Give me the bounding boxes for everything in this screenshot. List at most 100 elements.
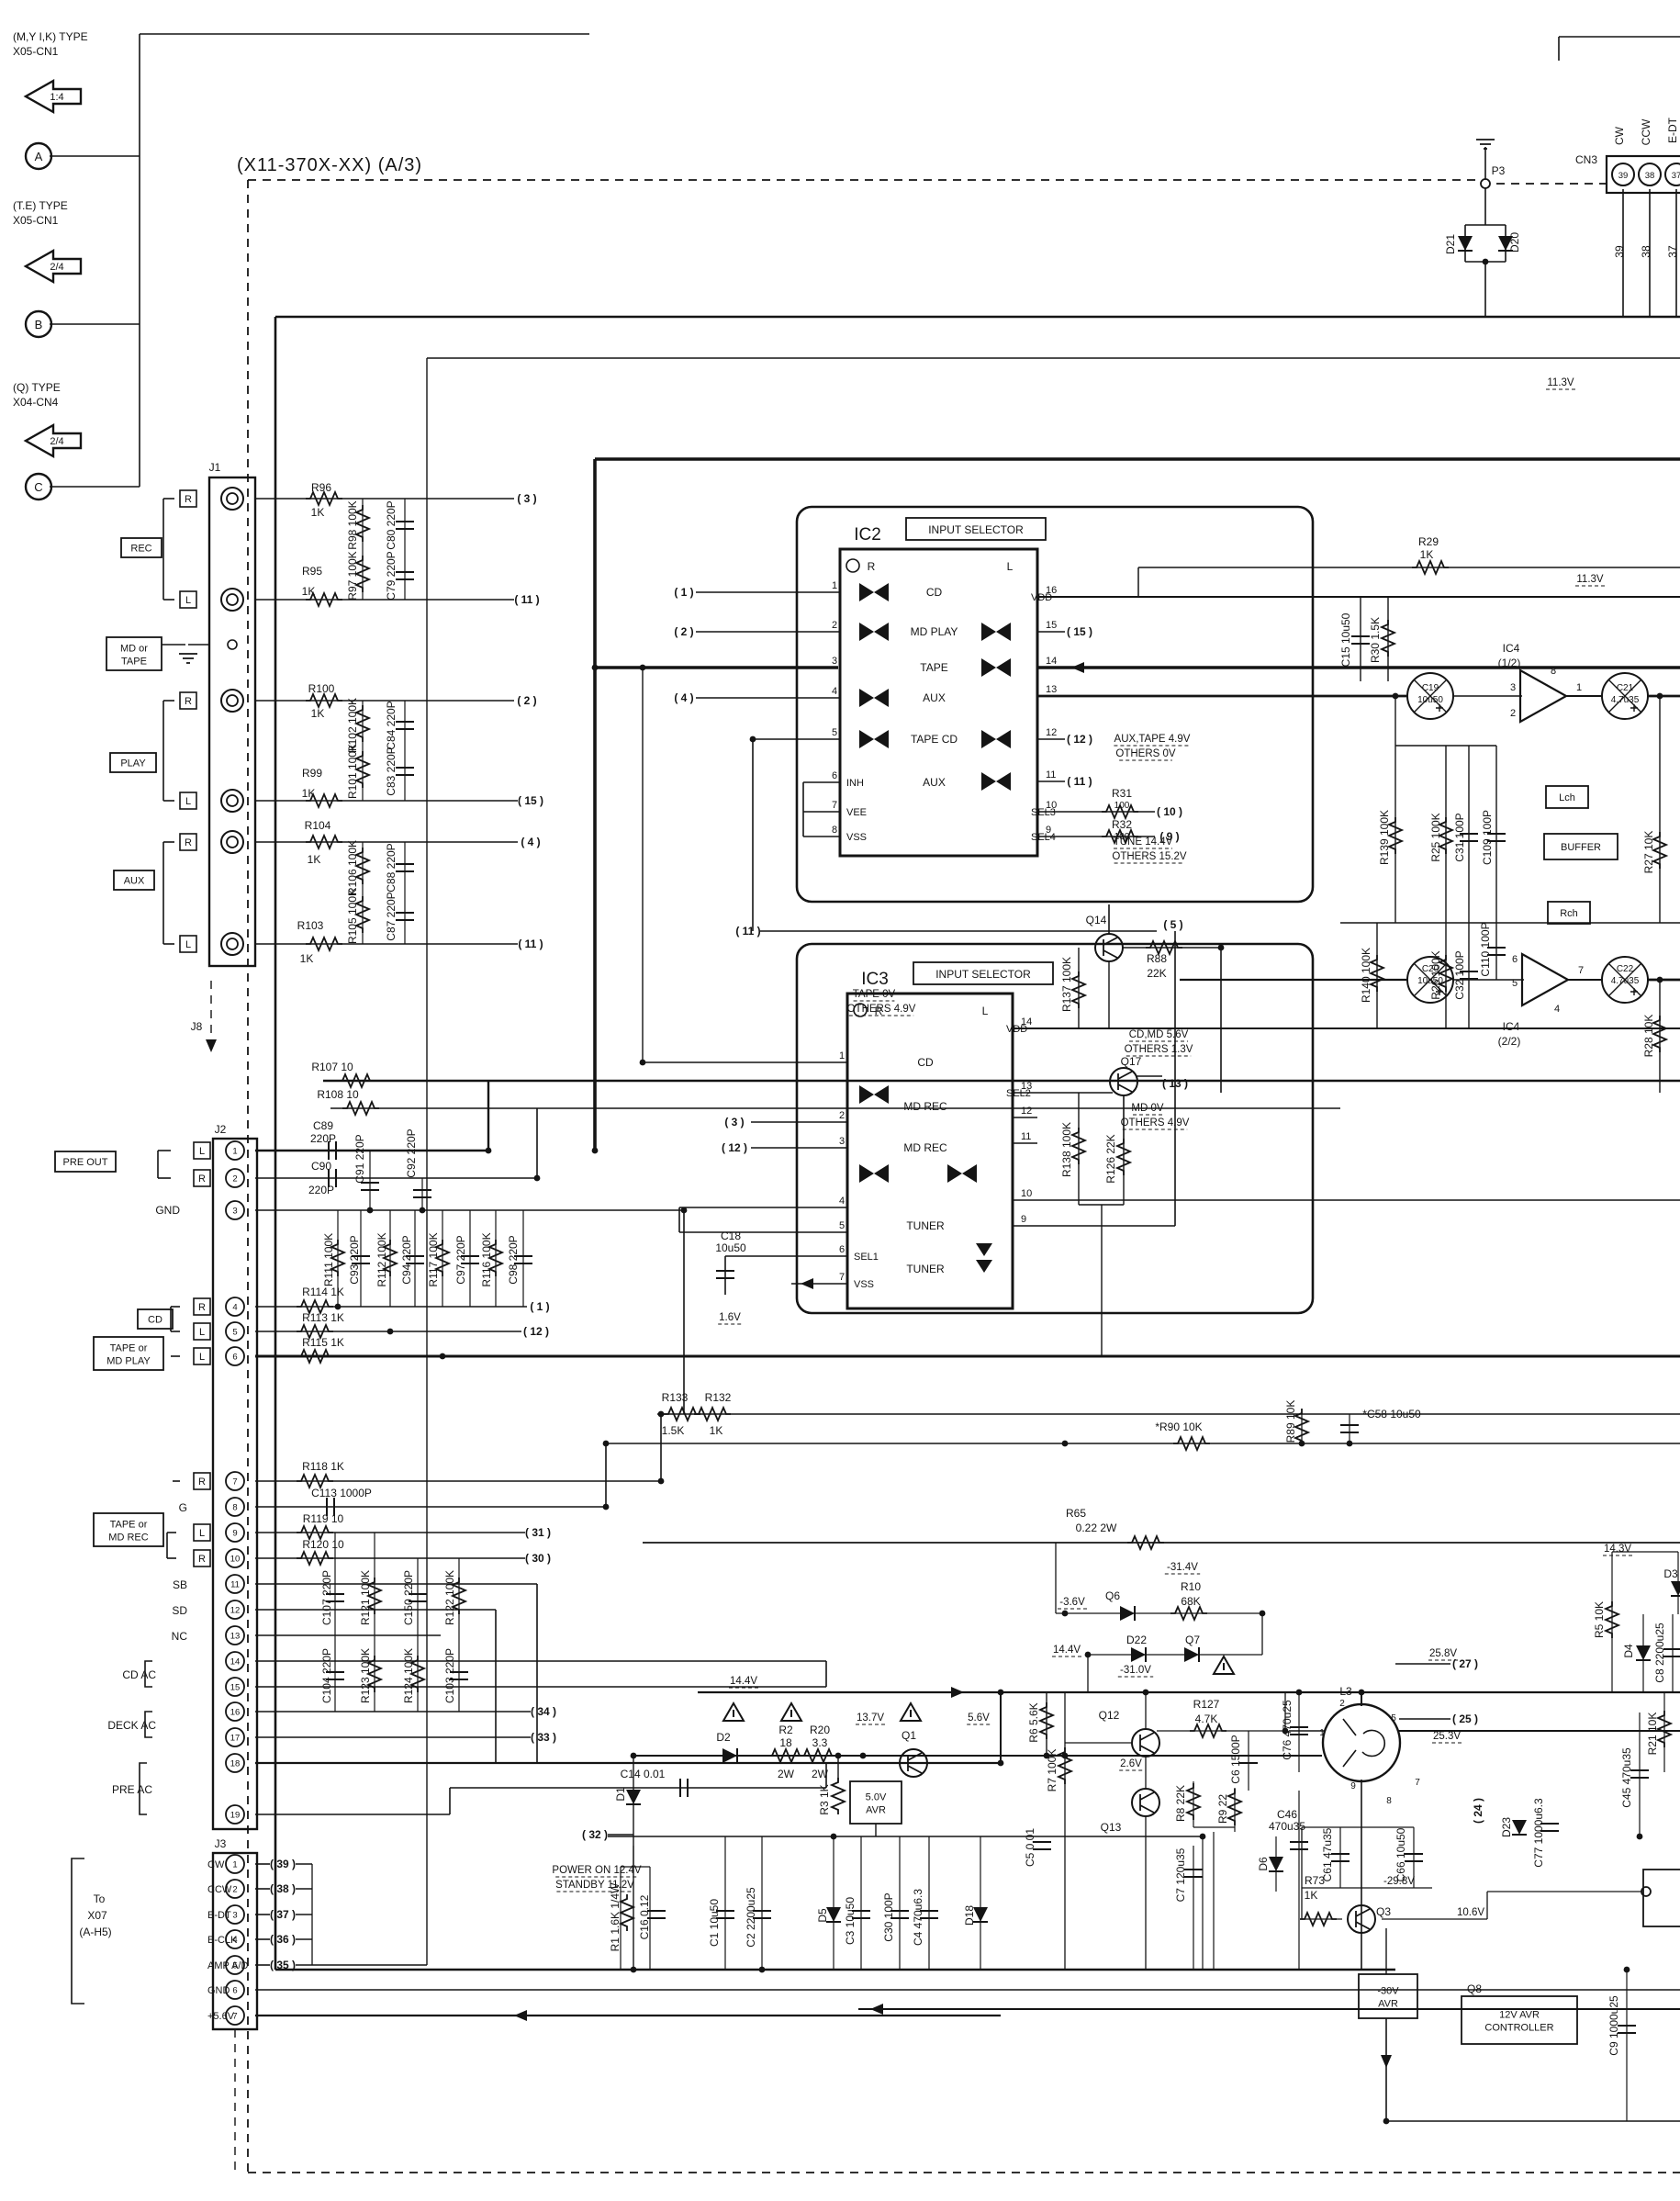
connector-pin <box>225 1929 245 1949</box>
resistor-symbol <box>1226 1789 1244 1825</box>
schematic-label: R118 1K <box>302 1460 344 1473</box>
schematic-label: R112 100K <box>375 1232 388 1286</box>
ic-pin-label: SEL2 <box>1006 1088 1031 1099</box>
connector-pin <box>225 1321 245 1342</box>
pin-letter-box <box>179 833 197 851</box>
connector-pin-number: 3 <box>232 1911 237 1921</box>
schematic-label: *C58 10u50 <box>1362 1408 1421 1421</box>
schematic-label: 39 <box>1613 245 1626 258</box>
schematic-label: 22K <box>1147 967 1166 980</box>
switch-symbol <box>859 583 889 601</box>
schematic-label: R25 100K <box>1429 813 1442 861</box>
capacitor-symbol <box>1239 1755 1258 1764</box>
schematic-label: P3 <box>1492 164 1506 177</box>
ic-pin-number: 4 <box>832 686 837 697</box>
schematic-label: 4.7K <box>1195 1713 1218 1725</box>
connector-pin-label: CCW <box>207 1884 232 1895</box>
box-label: BUFFER <box>1561 842 1601 853</box>
pin-letter-box <box>193 1549 211 1567</box>
resistor-symbol <box>297 1472 333 1490</box>
capacitor-symbol <box>1290 1726 1308 1735</box>
schematic-label: R28 10K <box>1642 1015 1655 1058</box>
label-box <box>1545 785 1589 809</box>
sheet-node-letter: C <box>34 480 42 494</box>
capacitor-symbol <box>514 1255 532 1264</box>
schematic-label: R3 1K <box>818 1784 831 1814</box>
schematic-label: J2 <box>215 1123 227 1136</box>
schematic-label: 7 <box>1578 965 1584 976</box>
connector-pin-number: 4 <box>232 1936 237 1946</box>
resistor-symbol <box>353 896 372 933</box>
schematic-label: 9 <box>1350 1781 1356 1791</box>
schematic-label: 1K <box>311 506 325 519</box>
schematic-label: R121 100K <box>359 1570 372 1625</box>
schematic-label: C104 220P <box>320 1648 333 1703</box>
box-label: MD PLAY <box>106 1356 151 1367</box>
diode-symbol <box>1269 1857 1283 1871</box>
voltage-callout: 14.4V <box>730 1676 757 1687</box>
signal-flag: ( 13 ) <box>1162 1077 1188 1090</box>
ic-pin-number: 2 <box>839 1110 845 1121</box>
capacitor-symbol <box>1340 1424 1359 1433</box>
capacitor-symbol <box>716 1910 734 1919</box>
transistor-symbol <box>1131 1788 1160 1817</box>
connector-pin <box>225 1497 245 1517</box>
schematic-label: R29 <box>1418 535 1439 548</box>
junction-dot <box>533 1174 541 1182</box>
resistor-symbol <box>297 1322 333 1341</box>
connector-pin <box>225 1854 245 1874</box>
transistor-symbol <box>1139 1791 1155 1814</box>
schematic-label: Q17 <box>1121 1055 1142 1068</box>
junction-dot <box>1358 1689 1365 1696</box>
schematic-label: 3 <box>1510 682 1516 693</box>
schematic-label: C7 120u35 <box>1174 1847 1187 1902</box>
connector-pin-number: 38 <box>1645 171 1655 181</box>
sheet-ref-label: X04-CN4 <box>13 396 59 409</box>
schematic-label: R117 100K <box>427 1232 440 1286</box>
connector-pin <box>220 487 244 511</box>
voltage-callout: OTHERS 4.9V <box>1121 1117 1190 1129</box>
schematic-label: R127 <box>1193 1698 1220 1711</box>
schematic-label: C5 0.01 <box>1024 1828 1036 1867</box>
switch-symbol <box>947 1164 977 1183</box>
pin-letter-box <box>193 1322 211 1341</box>
schematic-label: 37 <box>1666 245 1679 258</box>
signal-flag: ( 30 ) <box>525 1552 551 1565</box>
junction-dot <box>1061 1610 1069 1617</box>
junction-dot <box>749 736 756 743</box>
connector-pin <box>220 588 244 612</box>
schematic-label: C107 220P <box>320 1570 333 1625</box>
connector-pin <box>225 1471 245 1491</box>
connector-pin-number: 13 <box>230 1632 241 1642</box>
schematic-label: Q3 <box>1376 1905 1391 1918</box>
schematic-label: (A-H5) <box>79 1926 111 1938</box>
electrolytic-cap-symbol <box>1601 956 1649 1004</box>
ic-channel-label: CD <box>917 1056 934 1069</box>
switch-symbol <box>981 730 1011 748</box>
schematic-label: C66 10u50 <box>1394 1827 1407 1881</box>
ic-pin-label: SEL3 <box>1031 807 1056 818</box>
box-label: AUX <box>124 876 145 887</box>
schematic-label: R97 100K <box>346 551 359 600</box>
schematic-label: Q8 <box>1467 1982 1482 1995</box>
component-layer <box>23 78 1680 2068</box>
box-label: REC <box>130 544 151 555</box>
signal-flag: ( 24 ) <box>1472 1798 1484 1824</box>
wire <box>144 1711 152 1738</box>
voltage-callout: OTHERS 1.3V <box>1125 1044 1193 1055</box>
resistor-symbol <box>618 1894 636 1931</box>
schematic-label: R96 <box>311 481 331 494</box>
capacitor-symbol <box>920 1910 938 1919</box>
schematic-label: R95 <box>302 565 322 578</box>
switch-symbol <box>981 623 1011 641</box>
capacitor-symbol <box>890 1910 909 1919</box>
pin-letter-box <box>193 1141 211 1160</box>
signal-flag: ( 32 ) <box>582 1828 608 1841</box>
connector-pin <box>226 794 239 807</box>
connector-pin-number: 3 <box>232 1207 237 1217</box>
ic-channel-label: MD REC <box>903 1141 947 1154</box>
pin-letter: L <box>199 1146 205 1157</box>
schematic-label: C3 10u50 <box>844 1897 857 1945</box>
